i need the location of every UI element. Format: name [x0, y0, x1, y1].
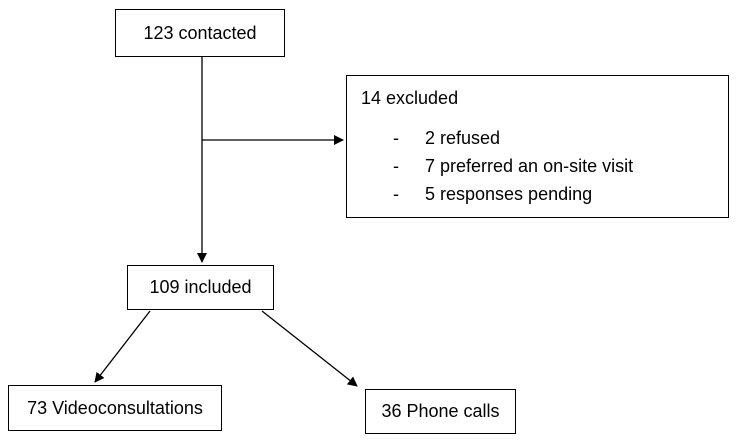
excluded-title: 14 excluded: [361, 88, 459, 108]
list-dash: -: [393, 156, 399, 176]
exclusion-reason-item: - 2 refused: [393, 124, 633, 152]
contacted-box: 123 contacted: [115, 9, 285, 57]
exclusion-reason-text: 5 responses pending: [425, 184, 593, 204]
included-label: 109 included: [149, 277, 252, 297]
exclusion-reason-item: - 7 preferred an on-site visit: [393, 152, 633, 180]
exclusion-reason-text: 7 preferred an on-site visit: [425, 156, 634, 176]
included-box: 109 included: [127, 265, 274, 310]
contacted-label: 123 contacted: [143, 22, 257, 43]
exclusion-reason-text: 2 refused: [425, 128, 501, 148]
phone-calls-label: 36 Phone calls: [381, 401, 500, 421]
videoconsultations-box: 73 Videoconsultations: [8, 385, 222, 431]
arrow-to-videoconsultations: [94, 310, 151, 383]
exclusion-reason-item: - 5 responses pending: [393, 180, 633, 208]
list-dash: -: [393, 184, 399, 204]
exclusion-reasons-list: - 2 refused - 7 preferred an on-site vis…: [393, 124, 633, 208]
phone-calls-box: 36 Phone calls: [365, 389, 516, 434]
excluded-box: 14 excluded - 2 refused - 7 preferred an…: [346, 75, 729, 218]
videoconsultations-label: 73 Videoconsultations: [27, 397, 203, 418]
list-dash: -: [393, 128, 399, 148]
arrow-to-phone-calls: [261, 310, 358, 387]
